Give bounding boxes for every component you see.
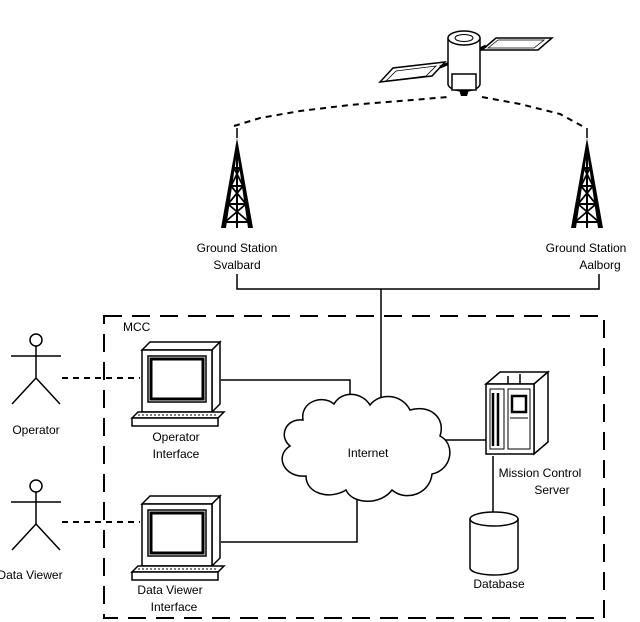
person-icon (10, 333, 62, 405)
operator-interface-line2: Interface (153, 447, 200, 461)
satellite-icon (378, 30, 555, 96)
antenna-tower-icon (570, 127, 604, 229)
internet-cloud: Internet (281, 393, 451, 502)
antenna-tower-icon (220, 127, 254, 229)
database-icon (469, 511, 519, 576)
ground-station-svalbard-line1: Ground Station (197, 241, 278, 255)
data-viewer-interface-line1: Data Viewer (137, 583, 202, 597)
data-viewer-interface-line2: Interface (151, 600, 198, 614)
mission-control-server: Mission Control Server (483, 370, 582, 497)
satellite-link-aalborg (481, 96, 583, 127)
operator-actor: Operator (10, 333, 62, 437)
ground-station-svalbard-line2: Svalbard (213, 258, 260, 272)
computer-icon (130, 340, 226, 428)
mission-control-server-line2: Server (534, 483, 569, 497)
person-icon (10, 479, 62, 551)
server-icon (483, 370, 551, 456)
database-label: Database (473, 577, 525, 591)
data-viewer-label: Data Viewer (0, 568, 63, 582)
operator-interface: Operator Interface (130, 340, 226, 461)
mcc-boundary (103, 315, 605, 619)
ground-station-svalbard: Ground Station Svalbard (197, 127, 278, 272)
operator-interface-line1: Operator (152, 430, 199, 444)
ground-station-aalborg: Ground Station Aalborg (546, 127, 627, 272)
operator-label: Operator (12, 423, 59, 437)
mission-control-server-line1: Mission Control (499, 466, 582, 480)
data-viewer-interface: Data Viewer Interface (130, 494, 226, 614)
satellite-link-svalbard (233, 96, 449, 127)
ground-station-aalborg-line2: Aalborg (579, 258, 620, 272)
internet-label: Internet (348, 446, 389, 460)
database: Database (469, 511, 525, 591)
data-viewer-actor: Data Viewer (0, 479, 63, 582)
ground-station-aalborg-line1: Ground Station (546, 241, 627, 255)
mcc-label: MCC (123, 320, 151, 334)
computer-icon (130, 494, 226, 582)
cloud-icon (281, 393, 451, 502)
